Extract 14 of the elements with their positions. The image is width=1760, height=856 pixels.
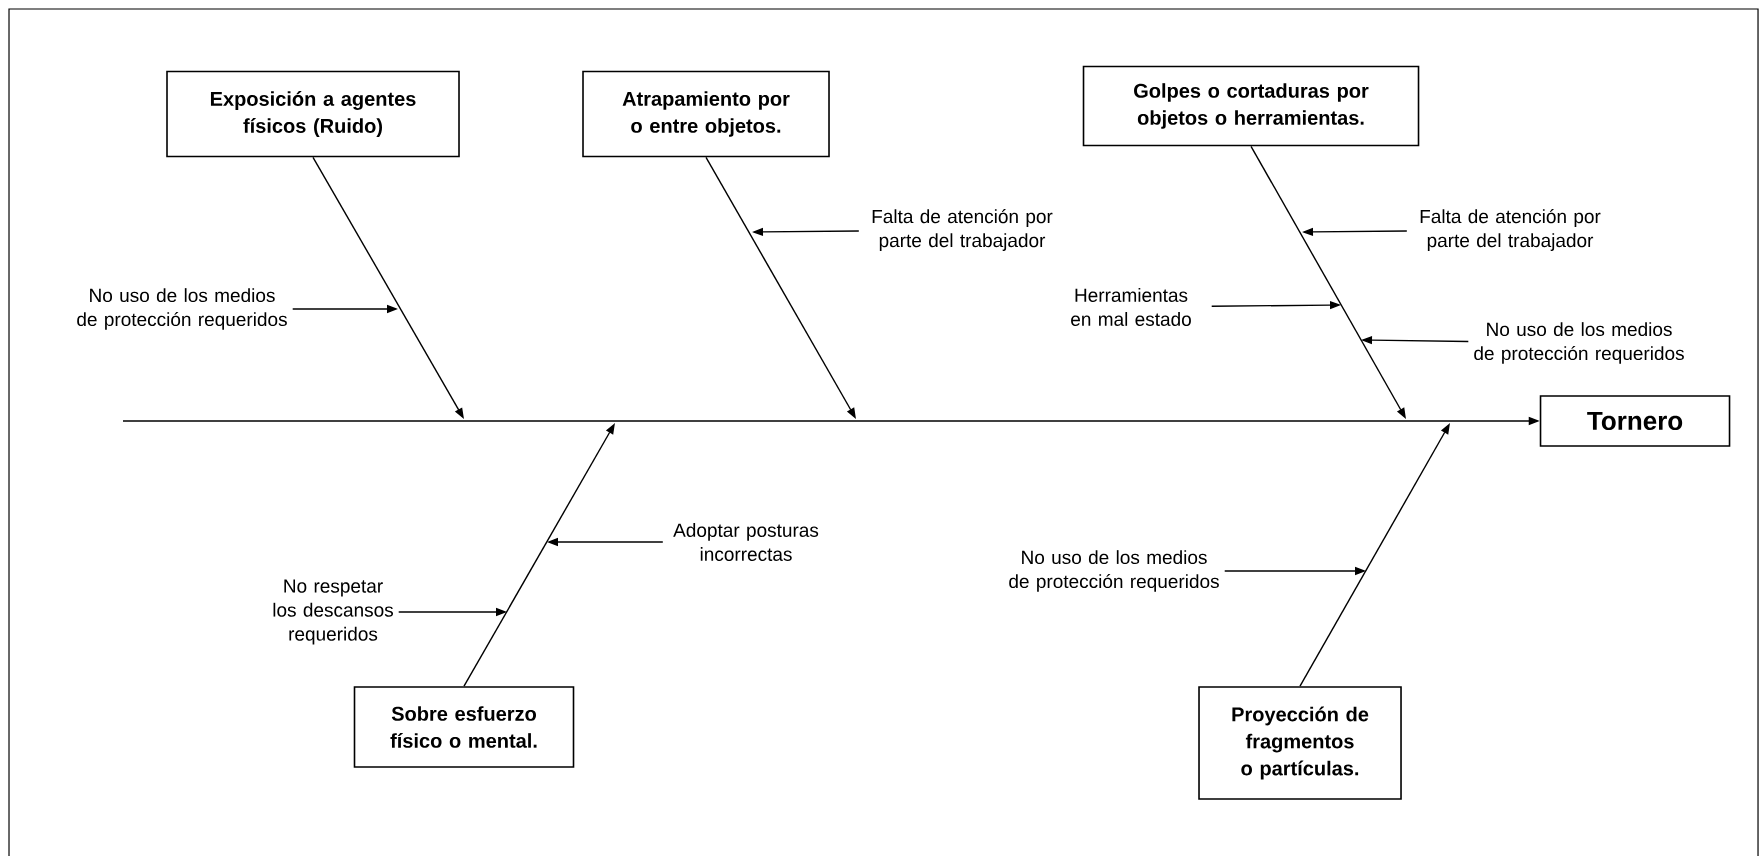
cause-text: No respetar los descansos requeridos xyxy=(273,579,393,645)
cause-text: Herramientas en mal estado xyxy=(1071,288,1191,326)
cause-text: Adoptar posturas incorrectas xyxy=(673,523,819,561)
cause-text: No uso de los medios de protección requeridos xyxy=(77,288,287,330)
cause-text: No uso de los medios de protección requeridos xyxy=(1474,322,1684,364)
cause-text: Falta de atención por parte del trabajador xyxy=(872,209,1053,251)
cause-box: Proyección de fragmentos o partículas. xyxy=(1198,686,1402,800)
cause-box: Exposición a agentes físicos (Ruido) xyxy=(166,70,460,158)
cause-text: No uso de los medios de protección requeridos xyxy=(1009,550,1219,592)
cause-text: Falta de atención por parte del trabajador xyxy=(1420,209,1601,251)
cause-box: Atrapamiento por o entre objetos. xyxy=(582,70,830,158)
cause-box: Sobre esfuerzo físico o mental. xyxy=(353,686,575,768)
effect-box: Tornero xyxy=(1539,395,1731,447)
cause-box: Golpes o cortaduras por objetos o herramientas. xyxy=(1082,65,1420,147)
